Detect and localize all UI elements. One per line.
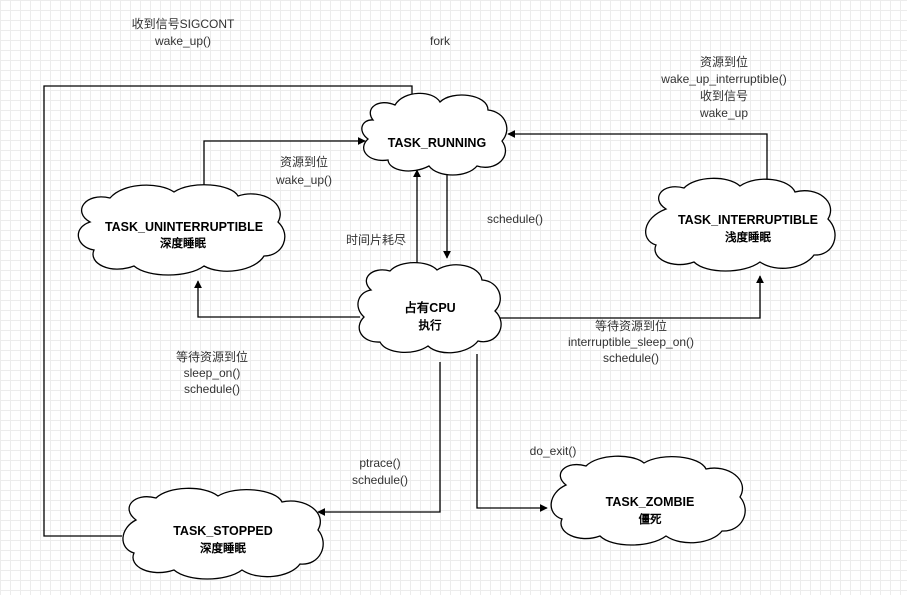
label-sleep-interruptible-line: schedule() xyxy=(603,351,659,365)
label-wake-interruptible-line: wake_up xyxy=(699,106,748,120)
label-sigcont-line: wake_up() xyxy=(154,34,211,48)
node-running-title: TASK_RUNNING xyxy=(388,136,486,150)
edge-uninterruptible-to-running xyxy=(203,137,366,186)
label-ptrace-line: ptrace() xyxy=(359,456,400,470)
label-sigcont-line: 收到信号SIGCONT xyxy=(132,17,235,31)
edge-interruptible-to-running xyxy=(507,130,768,182)
node-cpu-sub: 执行 xyxy=(419,318,442,332)
node-task-zombie: TASK_ZOMBIE 僵死 xyxy=(550,455,746,546)
edge-cpu-to-uninterruptible xyxy=(194,280,360,318)
edge-cpu-to-interruptible xyxy=(497,275,764,319)
label-sleep-interruptible: 等待资源到位 interruptible_sleep_on() schedule… xyxy=(568,318,694,365)
edge-cpu-to-zombie xyxy=(476,354,548,512)
label-ptrace: ptrace() schedule() xyxy=(352,456,408,487)
label-sleep-on: 等待资源到位 sleep_on() schedule() xyxy=(176,349,248,396)
label-wake-interruptible-line: 收到信号 xyxy=(700,89,748,103)
node-zombie-sub: 僵死 xyxy=(639,512,662,526)
node-task-running: TASK_RUNNING xyxy=(361,92,508,176)
label-sigcont: 收到信号SIGCONT wake_up() xyxy=(132,17,235,48)
label-sleep-interruptible-line: 等待资源到位 xyxy=(595,318,667,333)
node-interruptible-title: TASK_INTERRUPTIBLE xyxy=(678,213,818,227)
label-ptrace-line: schedule() xyxy=(352,473,408,487)
node-task-uninterruptible: TASK_UNINTERRUPTIBLE 深度睡眠 xyxy=(77,184,286,276)
node-uninterruptible-sub: 深度睡眠 xyxy=(160,236,206,250)
label-sleep-interruptible-line: interruptible_sleep_on() xyxy=(568,335,694,349)
label-wake-uninterruptible: 资源到位 wake_up() xyxy=(275,154,332,187)
label-schedule: schedule() xyxy=(487,212,543,226)
label-sleep-on-line: schedule() xyxy=(184,382,240,396)
node-cpu-title: 占有CPU xyxy=(404,300,455,315)
label-wake-uninterruptible-line: wake_up() xyxy=(275,173,332,187)
node-zombie-title: TASK_ZOMBIE xyxy=(606,495,695,509)
label-wake-interruptible-line: wake_up_interruptible() xyxy=(660,72,786,86)
label-wake-interruptible-line: 资源到位 xyxy=(700,54,748,69)
label-wake-uninterruptible-line: 资源到位 xyxy=(280,154,328,169)
node-interruptible-sub: 浅度睡眠 xyxy=(725,230,771,244)
edge-stopped-to-running xyxy=(43,85,416,537)
node-stopped-title: TASK_STOPPED xyxy=(173,524,273,538)
node-cpu: 占有CPU 执行 xyxy=(357,261,502,354)
label-do-exit: do_exit() xyxy=(530,444,577,458)
edge-cpu-to-stopped xyxy=(317,362,441,516)
node-stopped-sub: 深度睡眠 xyxy=(200,541,246,555)
node-task-interruptible: TASK_INTERRUPTIBLE 浅度睡眠 xyxy=(645,177,836,272)
label-fork: fork xyxy=(430,34,451,48)
node-task-stopped: TASK_STOPPED 深度睡眠 xyxy=(122,487,324,580)
node-uninterruptible-title: TASK_UNINTERRUPTIBLE xyxy=(105,220,263,234)
label-sleep-on-line: sleep_on() xyxy=(184,366,241,380)
label-timeslice: 时间片耗尽 xyxy=(346,233,406,247)
label-sleep-on-line: 等待资源到位 xyxy=(176,349,248,364)
label-wake-interruptible: 资源到位 wake_up_interruptible() 收到信号 wake_u… xyxy=(660,54,786,120)
